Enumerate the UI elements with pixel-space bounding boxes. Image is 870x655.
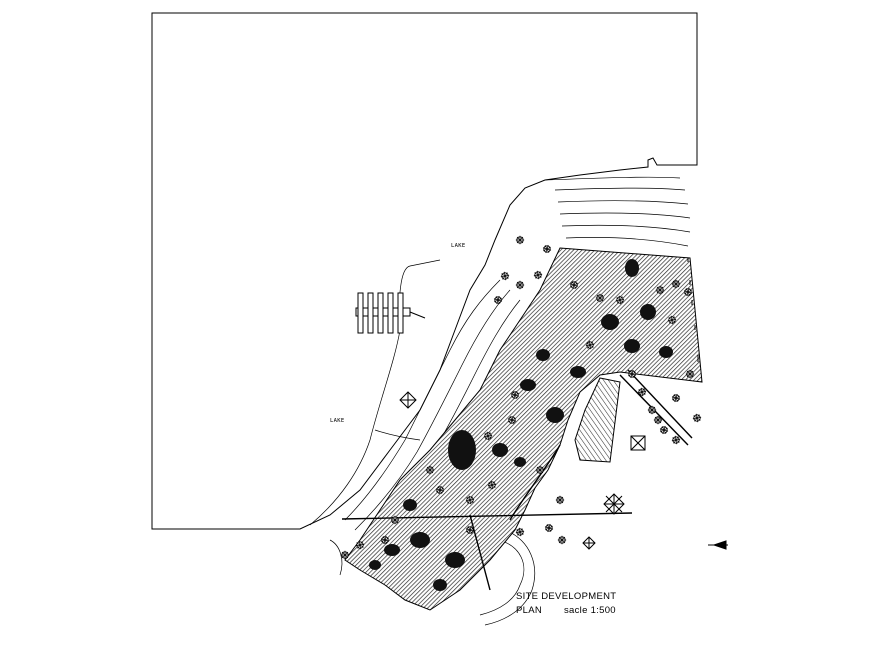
jetty [355,292,426,334]
tree-symbol-icon [627,369,637,379]
tree-symbol-icon [647,405,657,415]
tree-symbol-icon [555,495,565,505]
tree-symbol-icon [615,295,625,305]
tree-symbol-icon [655,285,665,295]
development-area-upper [344,247,703,611]
tree-symbol-icon [533,270,543,280]
tree-symbol-icon [465,495,475,505]
site-boundary [151,12,698,530]
inner-wedge [574,377,621,463]
tree-symbol-icon [557,535,567,545]
tree-symbol-icon [685,369,695,379]
pavilion-b [630,435,646,451]
tree-symbol-icon [671,393,681,403]
building-masses [369,259,673,591]
tree-symbol-icon [340,550,350,560]
tree-symbol-icon [515,235,525,245]
tree-symbol-icon [507,415,517,425]
tree-symbols [340,235,702,560]
tree-symbol-icon [659,425,669,435]
tree-symbol-icon [569,280,579,290]
tree-symbol-icon [493,295,503,305]
tree-symbol-icon [515,280,525,290]
drawing-title-line1: SITE DEVELOPMENT [516,591,616,602]
pyramid-roof-icon [603,493,625,515]
pavilion-c [582,536,596,550]
tree-symbol-icon [355,540,365,550]
tree-symbol-icon [671,435,681,445]
right-edge-posts [687,258,699,362]
pavilions [399,391,646,550]
tree-symbol-icon [510,390,520,400]
tree-symbol-icon [542,244,552,254]
tree-symbol-icon [515,527,525,537]
tree-symbol-icon [390,515,400,525]
tree-symbol-icon [671,279,681,289]
tree-symbol-icon [544,523,554,533]
tree-symbol-icon [692,413,702,423]
drawing-title-plan: PLAN [516,605,542,616]
tree-symbol-icon [683,287,693,297]
tree-symbol-icon [653,415,663,425]
drawing-scale: sacle 1:500 [564,605,616,616]
tree-symbol-icon [585,340,595,350]
tree-symbol-icon [637,387,647,397]
tree-symbol-icon [535,465,545,475]
tree-symbol-icon [435,485,445,495]
tree-symbol-icon [487,480,497,490]
tree-symbol-icon [595,293,605,303]
north-arrow-icon [708,540,728,550]
tree-symbol-icon [465,525,475,535]
tree-symbol-icon [380,535,390,545]
tree-symbol-icon [425,465,435,475]
pavilion-a [399,391,417,409]
tree-symbol-icon [483,431,493,441]
tree-symbol-icon [667,315,677,325]
tree-symbol-icon [500,271,510,281]
lake-label-west: LAKE [330,418,344,424]
lake-label-north: LAKE [451,243,465,249]
